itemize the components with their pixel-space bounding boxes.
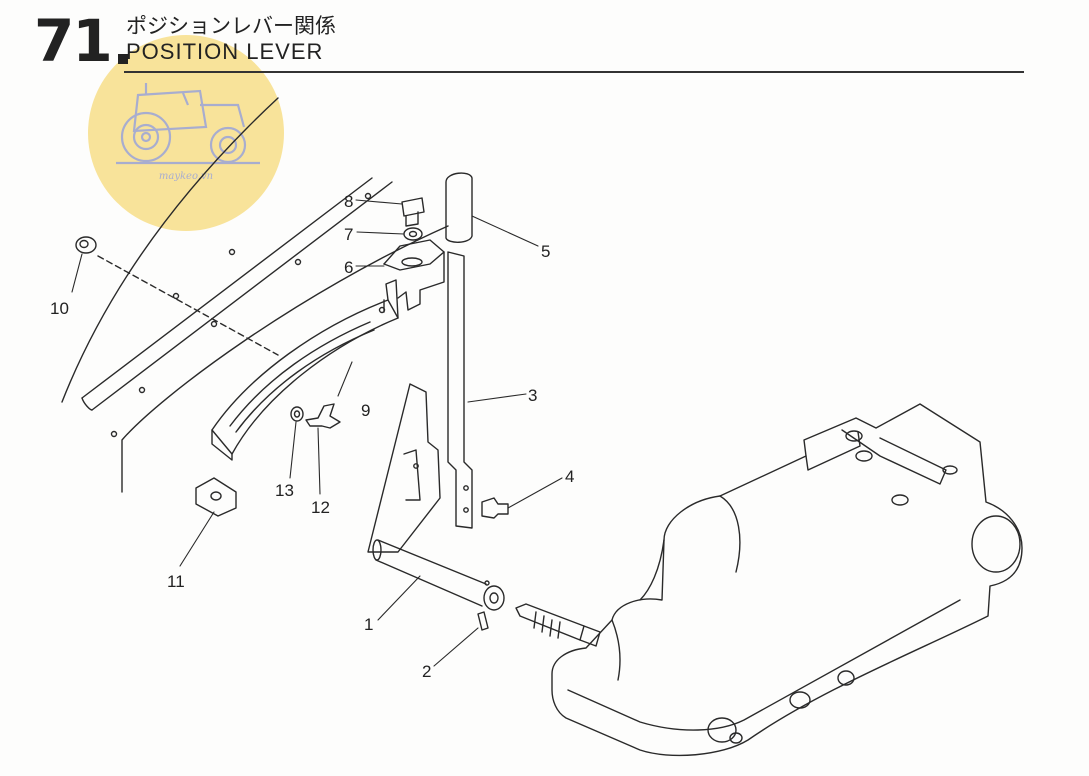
header-rule xyxy=(124,71,1024,73)
callout-6: 6 xyxy=(344,258,353,277)
part-12-wing-bolt xyxy=(305,403,341,429)
part-6-bracket xyxy=(383,239,445,313)
section-title-english: POSITION LEVER xyxy=(126,39,324,64)
part-2-pin xyxy=(477,611,489,631)
section-header: 71 ポジションレバー関係 POSITION LEVER xyxy=(30,8,1025,74)
section-number: 71 xyxy=(34,7,113,75)
part-9-quadrant-plate xyxy=(211,279,399,461)
hydraulic-housing xyxy=(551,403,1023,757)
callout-3: 3 xyxy=(528,386,537,405)
watermark-text: maykeo.vn xyxy=(158,171,214,182)
section-number-dot xyxy=(118,54,128,64)
callout-5: 5 xyxy=(541,242,550,261)
callout-12: 12 xyxy=(311,498,330,517)
callout-13: 13 xyxy=(275,481,294,500)
callout-labels: 1 2 3 4 5 6 7 8 9 10 11 12 13 xyxy=(50,192,574,681)
part-11-clip xyxy=(195,477,237,517)
spline-shaft xyxy=(515,603,601,647)
callout-8: 8 xyxy=(344,192,353,211)
callout-7: 7 xyxy=(344,225,353,244)
leader-lines xyxy=(71,199,563,667)
part-5-knob xyxy=(445,172,473,243)
callout-11: 11 xyxy=(167,572,185,591)
part-4-bolt xyxy=(481,497,509,519)
tractor-icon xyxy=(116,83,260,165)
callout-9: 9 xyxy=(361,401,370,420)
callout-2: 2 xyxy=(422,662,431,681)
callout-4: 4 xyxy=(565,467,574,486)
section-title-japanese: ポジションレバー関係 xyxy=(126,14,336,38)
part-10-nut xyxy=(75,236,97,254)
watermark-logo: maykeo.vn xyxy=(88,35,284,231)
callout-10: 10 xyxy=(50,299,69,318)
part-3-lever xyxy=(447,251,473,529)
fender-panel xyxy=(61,97,449,493)
part-13-washer xyxy=(290,406,304,422)
callout-1: 1 xyxy=(364,615,373,634)
assembly-line-10 xyxy=(97,255,279,356)
part-8-bolt xyxy=(401,197,425,227)
part-1-lever-arm-shaft xyxy=(367,383,505,611)
part-7-washer xyxy=(403,227,423,241)
